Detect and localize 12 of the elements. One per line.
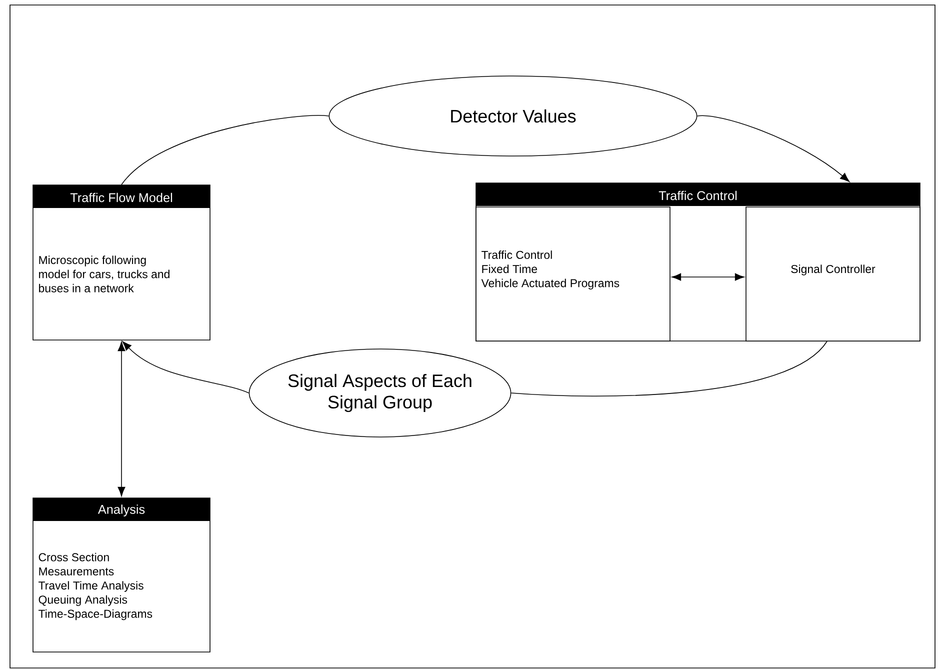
connector — [122, 341, 250, 394]
titled-box: Analysis Cross Section Mesaurements Travel Time Analysis Queuing Analysis Time-Space-Diagrams — [32, 498, 210, 652]
titled-box: Traffic Flow Model Microscopic following model for cars, trucks and buses in a network — [32, 184, 210, 340]
connector — [510, 341, 828, 397]
connector — [672, 273, 744, 281]
connector — [696, 115, 850, 182]
process-box: Traffic Control Fixed Time Vehicle Actuated Programs — [476, 206, 670, 342]
ellipse-node: Detector Values — [328, 76, 698, 156]
process-box: Signal Controller — [746, 206, 920, 342]
ellipse-node: Signal Aspects of Each Signal Group — [248, 348, 512, 438]
connector — [118, 342, 126, 496]
connector — [121, 115, 330, 185]
